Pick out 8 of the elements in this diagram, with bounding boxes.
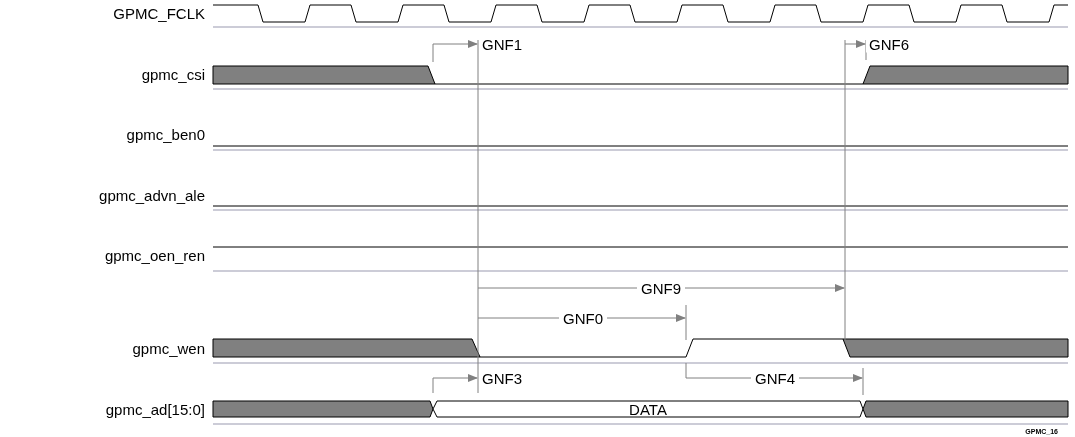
signal-name: gpmc_ben0 (126, 125, 205, 143)
bus-value-label: DATA (628, 400, 668, 418)
signal-name: gpmc_ad[15:0] (105, 400, 205, 418)
signal-name: gpmc_csi (141, 65, 205, 83)
signal-name: gpmc_oen_ren (104, 246, 205, 264)
signal-name: gpmc_advn_ale (99, 186, 205, 204)
signal-name: gpmc_wen (132, 339, 205, 357)
signal-name: GPMC_FCLK (113, 4, 205, 22)
